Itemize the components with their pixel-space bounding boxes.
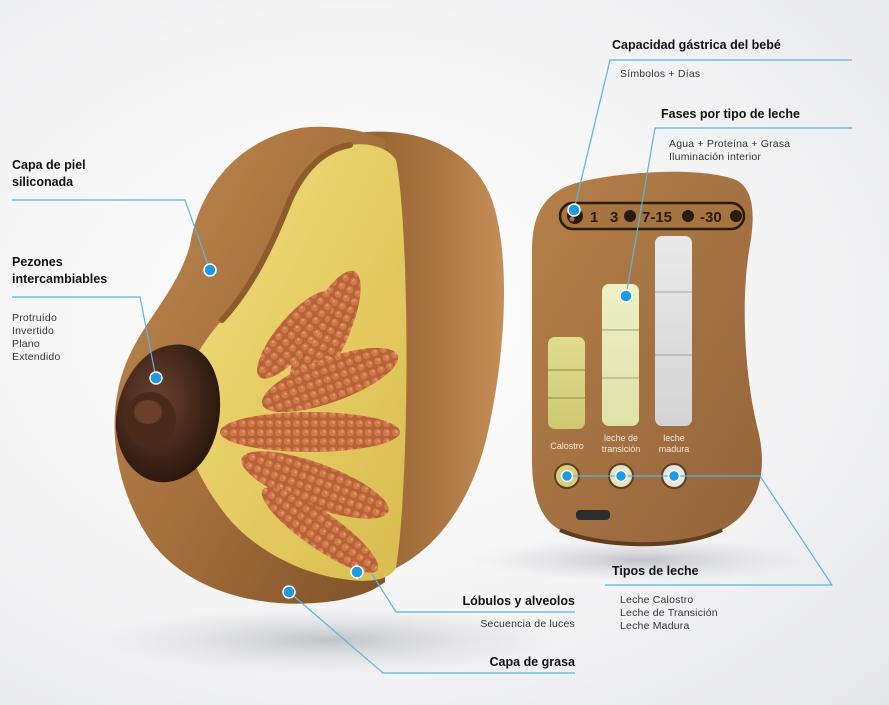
label-capa-piel: Capa de piel siliconada (12, 157, 86, 191)
marker-dot (283, 586, 295, 598)
label-pezones: Pezones intercambiables (12, 254, 107, 288)
panel-cable (576, 510, 610, 520)
day-label-1: 1 (590, 209, 598, 226)
marker-dot (562, 471, 573, 482)
bar-madura (655, 236, 692, 426)
marker-dot (669, 471, 680, 482)
nipple-tip (134, 400, 162, 424)
marker-dot (351, 566, 363, 578)
label-tipos-items: Leche Calostro Leche de Transición Leche… (620, 594, 718, 633)
bar-label-calostro: Calostro (550, 441, 584, 451)
day-label-7-15: 7-15 (642, 209, 672, 226)
bar-calostro (548, 337, 585, 429)
marker-dot (568, 204, 580, 216)
label-lobulos: Lóbulos y alveolos (375, 593, 575, 610)
marker-dot (616, 471, 627, 482)
label-lobulos-sub: Secuencia de luces (375, 618, 575, 631)
day-label-30: -30 (700, 209, 722, 226)
bar-transicion (602, 284, 639, 426)
stomach-icon (730, 210, 742, 222)
label-pezones-types: Protruído Invertido Plano Extendido (12, 312, 61, 364)
label-capacidad-sub: Símbolos + Días (620, 68, 700, 81)
marker-dot (150, 372, 162, 384)
marker-dot (620, 290, 632, 302)
lobule (220, 412, 400, 452)
stomach-icon (624, 210, 636, 222)
label-capacidad-gastrica: Capacidad gástrica del bebé (612, 37, 781, 54)
stomach-icon (682, 210, 694, 222)
day-label-3: 3 (610, 209, 618, 226)
marker-dot (204, 264, 216, 276)
label-tipos-leche: Tipos de leche (612, 563, 699, 580)
label-fases-sub: Agua + Proteína + Grasa Iluminación inte… (669, 138, 790, 164)
label-capa-grasa: Capa de grasa (375, 654, 575, 671)
label-fases: Fases por tipo de leche (661, 106, 800, 123)
